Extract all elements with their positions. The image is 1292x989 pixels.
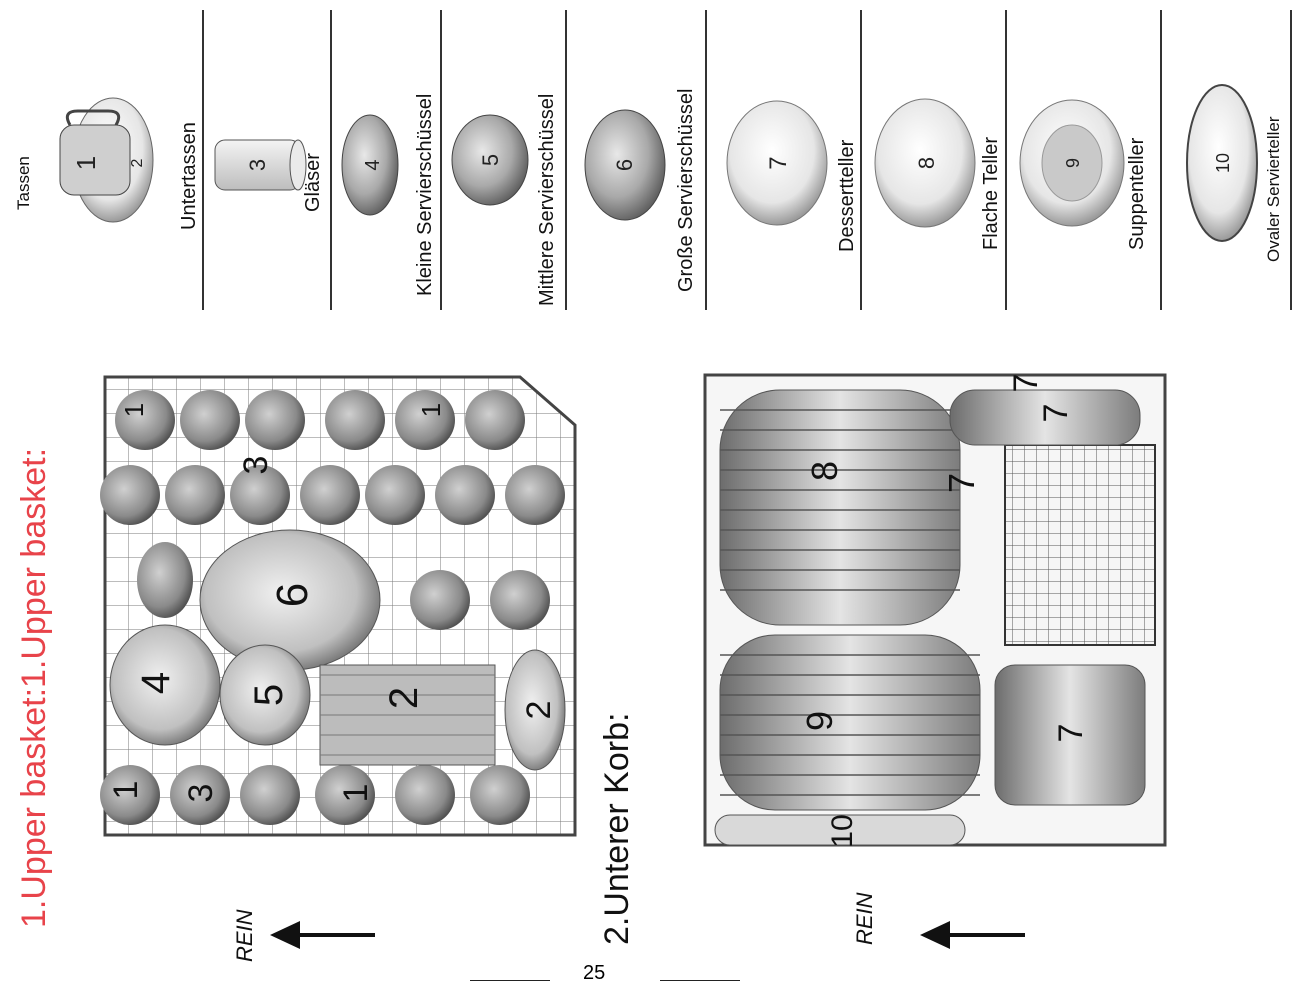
flat-plates-row <box>719 389 961 626</box>
label-2b: 2 <box>520 701 558 720</box>
upper-basket-diagram: 1 1 3 6 4 5 2 2 1 3 1 <box>100 375 577 837</box>
glass-icon: 3 <box>214 139 307 191</box>
soup-plate-icon: 9 <box>1019 99 1125 227</box>
lower-basket-heading: 2.Unterer Korb: <box>598 712 636 945</box>
small-bowl-icon: 4 <box>341 114 399 216</box>
label-2: 2 <box>382 687 426 709</box>
label-3b: 3 <box>182 784 220 803</box>
dessert-plates-stack <box>994 664 1146 806</box>
legend-label-untertassen: Untertassen <box>178 122 200 230</box>
svg-text:5: 5 <box>478 154 503 166</box>
label-1d: 1 <box>337 784 375 803</box>
label-7d: 7 <box>1052 724 1090 743</box>
label-5: 5 <box>247 684 291 706</box>
label-4: 4 <box>134 672 178 694</box>
legend-divider <box>860 10 862 310</box>
cup-saucer-icon: 1 2 <box>59 97 154 223</box>
svg-text:3: 3 <box>245 159 270 171</box>
legend-divider <box>1005 10 1007 310</box>
svg-text:8: 8 <box>914 157 939 169</box>
label-7b: 7 <box>1007 374 1045 393</box>
legend-label-suppenteller: Suppenteller <box>1126 137 1148 250</box>
legend-divider <box>1290 10 1292 310</box>
legend-divider <box>1160 10 1162 310</box>
svg-text:9: 9 <box>1063 158 1083 168</box>
saucer-rack <box>319 664 496 766</box>
dessert-plate-icon: 7 <box>726 100 828 226</box>
svg-text:4: 4 <box>362 159 384 170</box>
dessert-plates-top <box>949 389 1141 446</box>
legend-divider <box>565 10 567 310</box>
upper-direction-label: REIN <box>232 909 257 962</box>
page-number: 25 <box>583 962 606 984</box>
label-7: 7 <box>941 473 982 493</box>
legend-label-dessertteller: Dessertteller <box>836 139 858 252</box>
label-9: 9 <box>799 711 840 731</box>
label-3: 3 <box>237 456 275 475</box>
oval-platter-icon: 10 <box>1186 84 1258 242</box>
saucer-single <box>504 649 566 771</box>
label-7c: 7 <box>1037 404 1075 423</box>
oval-platter <box>714 814 966 846</box>
legend-label-kleine-servierschuessel: Kleine Servierschüssel <box>414 93 436 296</box>
medium-bowl <box>219 644 311 746</box>
label-8: 8 <box>804 461 845 481</box>
soup-plates-row <box>719 634 981 811</box>
lower-basket-diagram: 8 7 7 7 9 7 10 <box>703 373 1167 848</box>
legend-divider <box>705 10 707 310</box>
page-rule-right <box>660 980 740 981</box>
medium-bowl-icon: 5 <box>451 114 529 206</box>
legend-divider <box>440 10 442 310</box>
small-bowl <box>109 624 221 746</box>
upper-direction-arrow <box>270 921 375 949</box>
legend-label-ovaler-servierteller: Ovaler Servierteller <box>1264 116 1283 263</box>
legend-illustrations: 1 2 3 4 5 6 7 8 <box>59 84 1258 242</box>
page-rule-left <box>470 980 550 981</box>
legend-label-tassen: Tassen <box>14 156 33 210</box>
upper-basket-heading: 1.Upper basket:1.Upper basket: <box>15 447 53 928</box>
large-bowl-icon: 6 <box>584 109 666 221</box>
cutlery-basket <box>1004 444 1156 646</box>
svg-text:2: 2 <box>129 158 146 167</box>
lower-direction-label: REIN <box>852 892 877 945</box>
label-1c: 1 <box>107 781 145 800</box>
label-1b: 1 <box>416 403 446 417</box>
svg-text:7: 7 <box>765 156 792 169</box>
legend-label-grosse-servierschuessel: Große Servierschüssel <box>675 88 697 292</box>
svg-text:10: 10 <box>1213 153 1233 173</box>
legend-label-glaeser: Gläser <box>302 153 324 212</box>
legend-label-flache-teller: Flache Teller <box>980 136 1002 250</box>
legend-divider <box>330 10 332 310</box>
label-1: 1 <box>119 403 149 417</box>
legend-label-mittlere-servierschuessel: Mittlere Servierschüssel <box>536 93 558 306</box>
legend-divider <box>202 10 204 310</box>
upper-basket-cups <box>100 390 565 825</box>
flat-plate-icon: 8 <box>874 98 976 228</box>
svg-text:6: 6 <box>612 159 637 171</box>
label-10: 10 <box>826 814 859 847</box>
svg-text:1: 1 <box>71 156 101 170</box>
label-6: 6 <box>268 583 317 607</box>
lower-direction-arrow <box>920 921 1025 949</box>
